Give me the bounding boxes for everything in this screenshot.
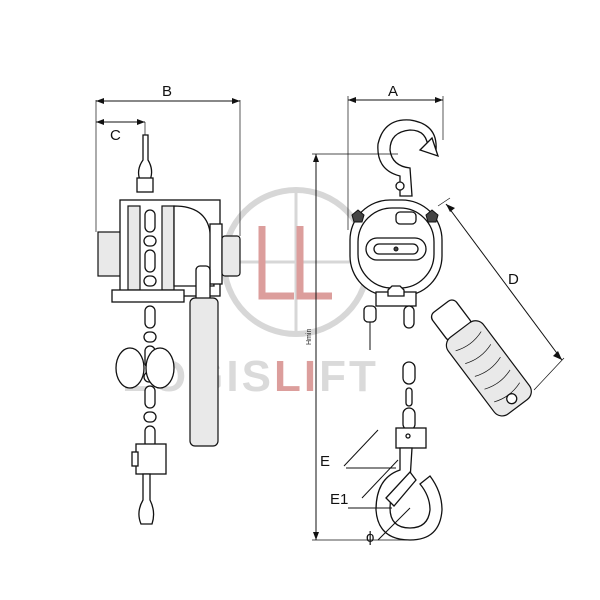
dimension-C-label: C [110, 127, 121, 144]
watermark-logo [221, 187, 371, 337]
dimension-C: C [96, 119, 146, 144]
dimension-D: D [437, 197, 565, 391]
side-view [97, 134, 241, 525]
top-hook-front [377, 119, 437, 197]
top-hook-side [137, 134, 153, 181]
front-view [349, 119, 532, 541]
handwheel-side [221, 235, 241, 277]
load-chain-front [402, 305, 416, 431]
bottom-hook-side [138, 473, 155, 525]
dimension-A: A [347, 83, 444, 230]
bottom-hook-front [375, 447, 443, 541]
dimension-E1-label: E1 [330, 491, 348, 508]
lever-handle-front [430, 299, 532, 417]
dimension-Hmin-label: Hmin [306, 329, 313, 345]
dimension-E: E [320, 429, 396, 470]
dimension-D-label: D [508, 271, 519, 288]
dimension-phi: ϕ [366, 507, 411, 546]
dimension-B-label: B [162, 83, 172, 100]
dimension-phi-label: ϕ [366, 529, 374, 546]
dimension-Hmin: Hmin [306, 153, 408, 541]
lever-handle-side [189, 297, 219, 447]
bottom-hook-block-side [135, 443, 167, 475]
dimension-E-label: E [320, 453, 330, 470]
dimension-A-label: A [388, 83, 398, 100]
dimension-E1: E1 [330, 459, 399, 509]
chain-ring-side [115, 347, 145, 389]
